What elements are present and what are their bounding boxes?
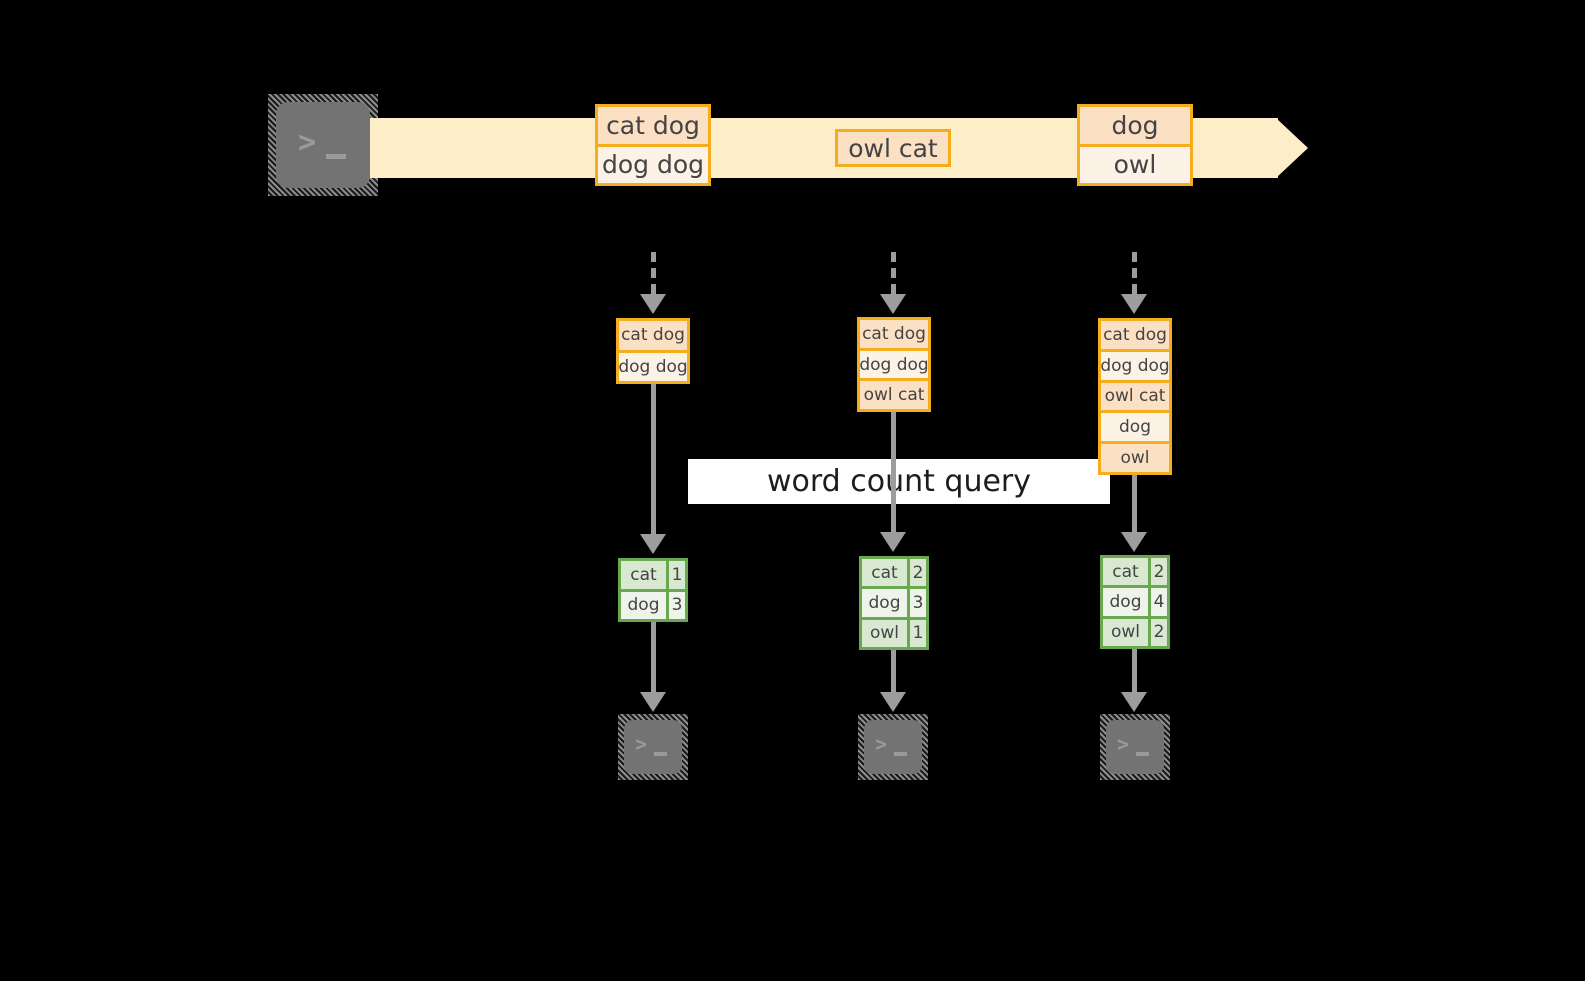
stream-to-input-arrow-head-1-icon xyxy=(640,294,666,314)
result-table-2-row: cat 2 xyxy=(862,559,926,590)
input-table-1-row: dog dog xyxy=(618,352,688,381)
result-word: dog xyxy=(1103,588,1151,616)
result-count: 2 xyxy=(1153,561,1165,582)
stream-record-2: owl cat xyxy=(835,129,951,167)
input-table-2-row: owl cat xyxy=(860,381,928,410)
sink-arrow-head-1-icon xyxy=(640,692,666,712)
result-table-3-row: owl 2 xyxy=(1103,618,1167,646)
terminal-prompt-underscore-icon xyxy=(654,752,667,756)
sink-arrow-head-3-icon xyxy=(1121,692,1147,712)
result-table-3-row: dog 4 xyxy=(1103,588,1167,619)
query-arrow-head-1-icon xyxy=(640,534,666,554)
terminal-prompt-chevron-icon: > xyxy=(1117,732,1130,756)
input-table-3-row: dog dog xyxy=(1100,351,1170,383)
terminal-prompt-underscore-icon xyxy=(1136,752,1149,756)
result-count: 1 xyxy=(912,623,924,644)
sink-line-2 xyxy=(891,650,896,697)
terminal-screen xyxy=(276,102,370,188)
terminal-prompt-chevron-icon: > xyxy=(298,125,317,160)
result-word: dog xyxy=(862,589,910,617)
query-line-1 xyxy=(651,384,656,544)
result-word: owl xyxy=(862,619,910,647)
query-line-3 xyxy=(1132,475,1137,542)
stream-record-3: dog owl xyxy=(1077,104,1193,186)
input-table-2-row: dog dog xyxy=(859,350,929,382)
result-table-3: cat 2 dog 4 owl 2 xyxy=(1100,555,1170,649)
stream-arrow-head-icon xyxy=(1276,118,1308,178)
stream-record-3-line-2: owl xyxy=(1080,146,1190,183)
sink-terminal-icon-1: > xyxy=(618,714,688,780)
terminal-prompt-chevron-icon: > xyxy=(635,732,648,756)
query-banner: word count query xyxy=(688,459,1110,504)
input-table-2-row: cat dog xyxy=(860,320,928,351)
result-word: cat xyxy=(862,559,910,587)
query-arrow-head-2-icon xyxy=(880,532,906,552)
stream-to-input-dashed-line-1 xyxy=(651,252,656,294)
input-table-3-row: cat dog xyxy=(1101,321,1169,352)
input-table-1: cat dog dog dog xyxy=(616,318,690,384)
sink-arrow-head-2-icon xyxy=(880,692,906,712)
terminal-prompt-underscore-icon xyxy=(326,154,346,159)
input-table-3-row: owl cat xyxy=(1101,382,1169,414)
result-table-3-row: cat 2 xyxy=(1103,558,1167,589)
result-word: owl xyxy=(1103,618,1151,646)
query-line-2-over-banner xyxy=(891,459,896,504)
result-word: cat xyxy=(1103,558,1151,586)
result-count: 1 xyxy=(671,564,683,585)
result-count: 2 xyxy=(1153,622,1165,643)
stream-record-3-line-1: dog xyxy=(1080,107,1190,147)
sink-terminal-icon-2: > xyxy=(858,714,928,780)
source-terminal-icon: > xyxy=(268,94,378,196)
result-table-2-row: dog 3 xyxy=(862,589,926,620)
result-count: 2 xyxy=(912,562,924,583)
terminal-screen xyxy=(624,720,682,774)
result-table-1: cat 1 dog 3 xyxy=(618,558,688,622)
input-table-3: cat dog dog dog owl cat dog owl xyxy=(1098,318,1172,475)
result-word: dog xyxy=(621,591,669,619)
result-table-2-row: owl 1 xyxy=(862,619,926,647)
sink-line-3 xyxy=(1132,649,1137,697)
terminal-screen xyxy=(1106,720,1164,774)
result-table-2: cat 2 dog 3 owl 1 xyxy=(859,556,929,650)
stream-to-input-arrow-head-3-icon xyxy=(1121,294,1147,314)
input-table-3-row: owl xyxy=(1101,444,1169,472)
input-table-2: cat dog dog dog owl cat xyxy=(857,317,931,412)
input-table-1-row: cat dog xyxy=(619,321,687,353)
query-arrow-head-3-icon xyxy=(1121,532,1147,552)
stream-record-1-line-1: cat dog xyxy=(598,107,708,147)
terminal-prompt-underscore-icon xyxy=(894,752,907,756)
result-count: 3 xyxy=(671,595,683,616)
sink-line-1 xyxy=(651,622,656,697)
stream-to-input-dashed-line-2 xyxy=(891,252,896,294)
stream-record-2-line-1: owl cat xyxy=(838,132,948,164)
stream-record-1-line-2: dog dog xyxy=(598,146,708,183)
result-table-1-row: cat 1 xyxy=(621,561,685,592)
terminal-screen xyxy=(864,720,922,774)
query-banner-label: word count query xyxy=(766,464,1032,499)
stream-to-input-dashed-line-3 xyxy=(1132,252,1137,294)
result-word: cat xyxy=(621,561,669,589)
result-table-1-row: dog 3 xyxy=(621,591,685,619)
sink-terminal-icon-3: > xyxy=(1100,714,1170,780)
terminal-prompt-chevron-icon: > xyxy=(875,732,888,756)
result-count: 3 xyxy=(912,592,924,613)
stream-to-input-arrow-head-2-icon xyxy=(880,294,906,314)
result-count: 4 xyxy=(1153,591,1165,612)
stream-record-1: cat dog dog dog xyxy=(595,104,711,186)
input-table-3-row: dog xyxy=(1101,413,1169,445)
